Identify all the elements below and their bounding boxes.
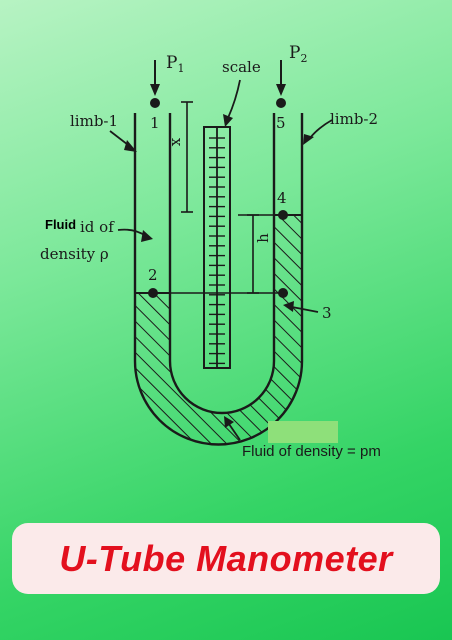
point-5-dot [276, 98, 286, 108]
label-h: h [254, 233, 272, 243]
label-fluid-line2: density ρ [40, 245, 109, 263]
dimension-x [181, 101, 193, 213]
highlight-patch [268, 421, 338, 443]
point-3-dot [278, 288, 288, 298]
u-tube-inner-wall [168, 113, 276, 415]
label-point-3: 3 [322, 304, 332, 322]
u-tube-outer-wall [133, 113, 304, 446]
label-scale: scale [222, 58, 261, 76]
label-point-4: 4 [277, 189, 287, 207]
label-limb-1: limb-1 [70, 112, 118, 130]
label-point-5: 5 [276, 114, 286, 132]
label-fluid-line1: id of [80, 218, 115, 236]
point-4-dot [278, 210, 288, 220]
limb-1-arrow [109, 130, 137, 152]
label-p2: P2 [289, 43, 307, 65]
point-1-dot [150, 98, 160, 108]
scale-ticks [209, 137, 225, 365]
limb-2-arrow [303, 119, 333, 145]
label-point-2: 2 [148, 266, 158, 284]
fluid-rho-arrow [117, 228, 153, 242]
scale [203, 126, 231, 369]
page-title: U-Tube Manometer [59, 537, 393, 579]
dimension-h [247, 214, 259, 294]
manometric-fluid [135, 215, 303, 445]
title-banner: U-Tube Manometer [12, 523, 440, 594]
label-fluid-overlay: Fluid [45, 217, 76, 232]
label-p1: P1 [166, 53, 184, 75]
u-tube-diagram: x h P1 P2 scale limb-1 limb-2 1 5 2 [40, 43, 381, 460]
scale-pointer-arrow [223, 79, 241, 127]
fluid-pm-arrow [224, 416, 241, 441]
point-3-arrow [283, 301, 319, 313]
label-point-1: 1 [150, 114, 160, 132]
pressure-arrow-p2 [276, 60, 286, 96]
label-fluid-density-pm: Fluid of density = pm [242, 443, 381, 460]
pressure-arrow-p1 [150, 60, 160, 96]
label-x: x [166, 137, 184, 146]
point-2-dot [148, 288, 158, 298]
label-limb-2: limb-2 [330, 110, 378, 128]
